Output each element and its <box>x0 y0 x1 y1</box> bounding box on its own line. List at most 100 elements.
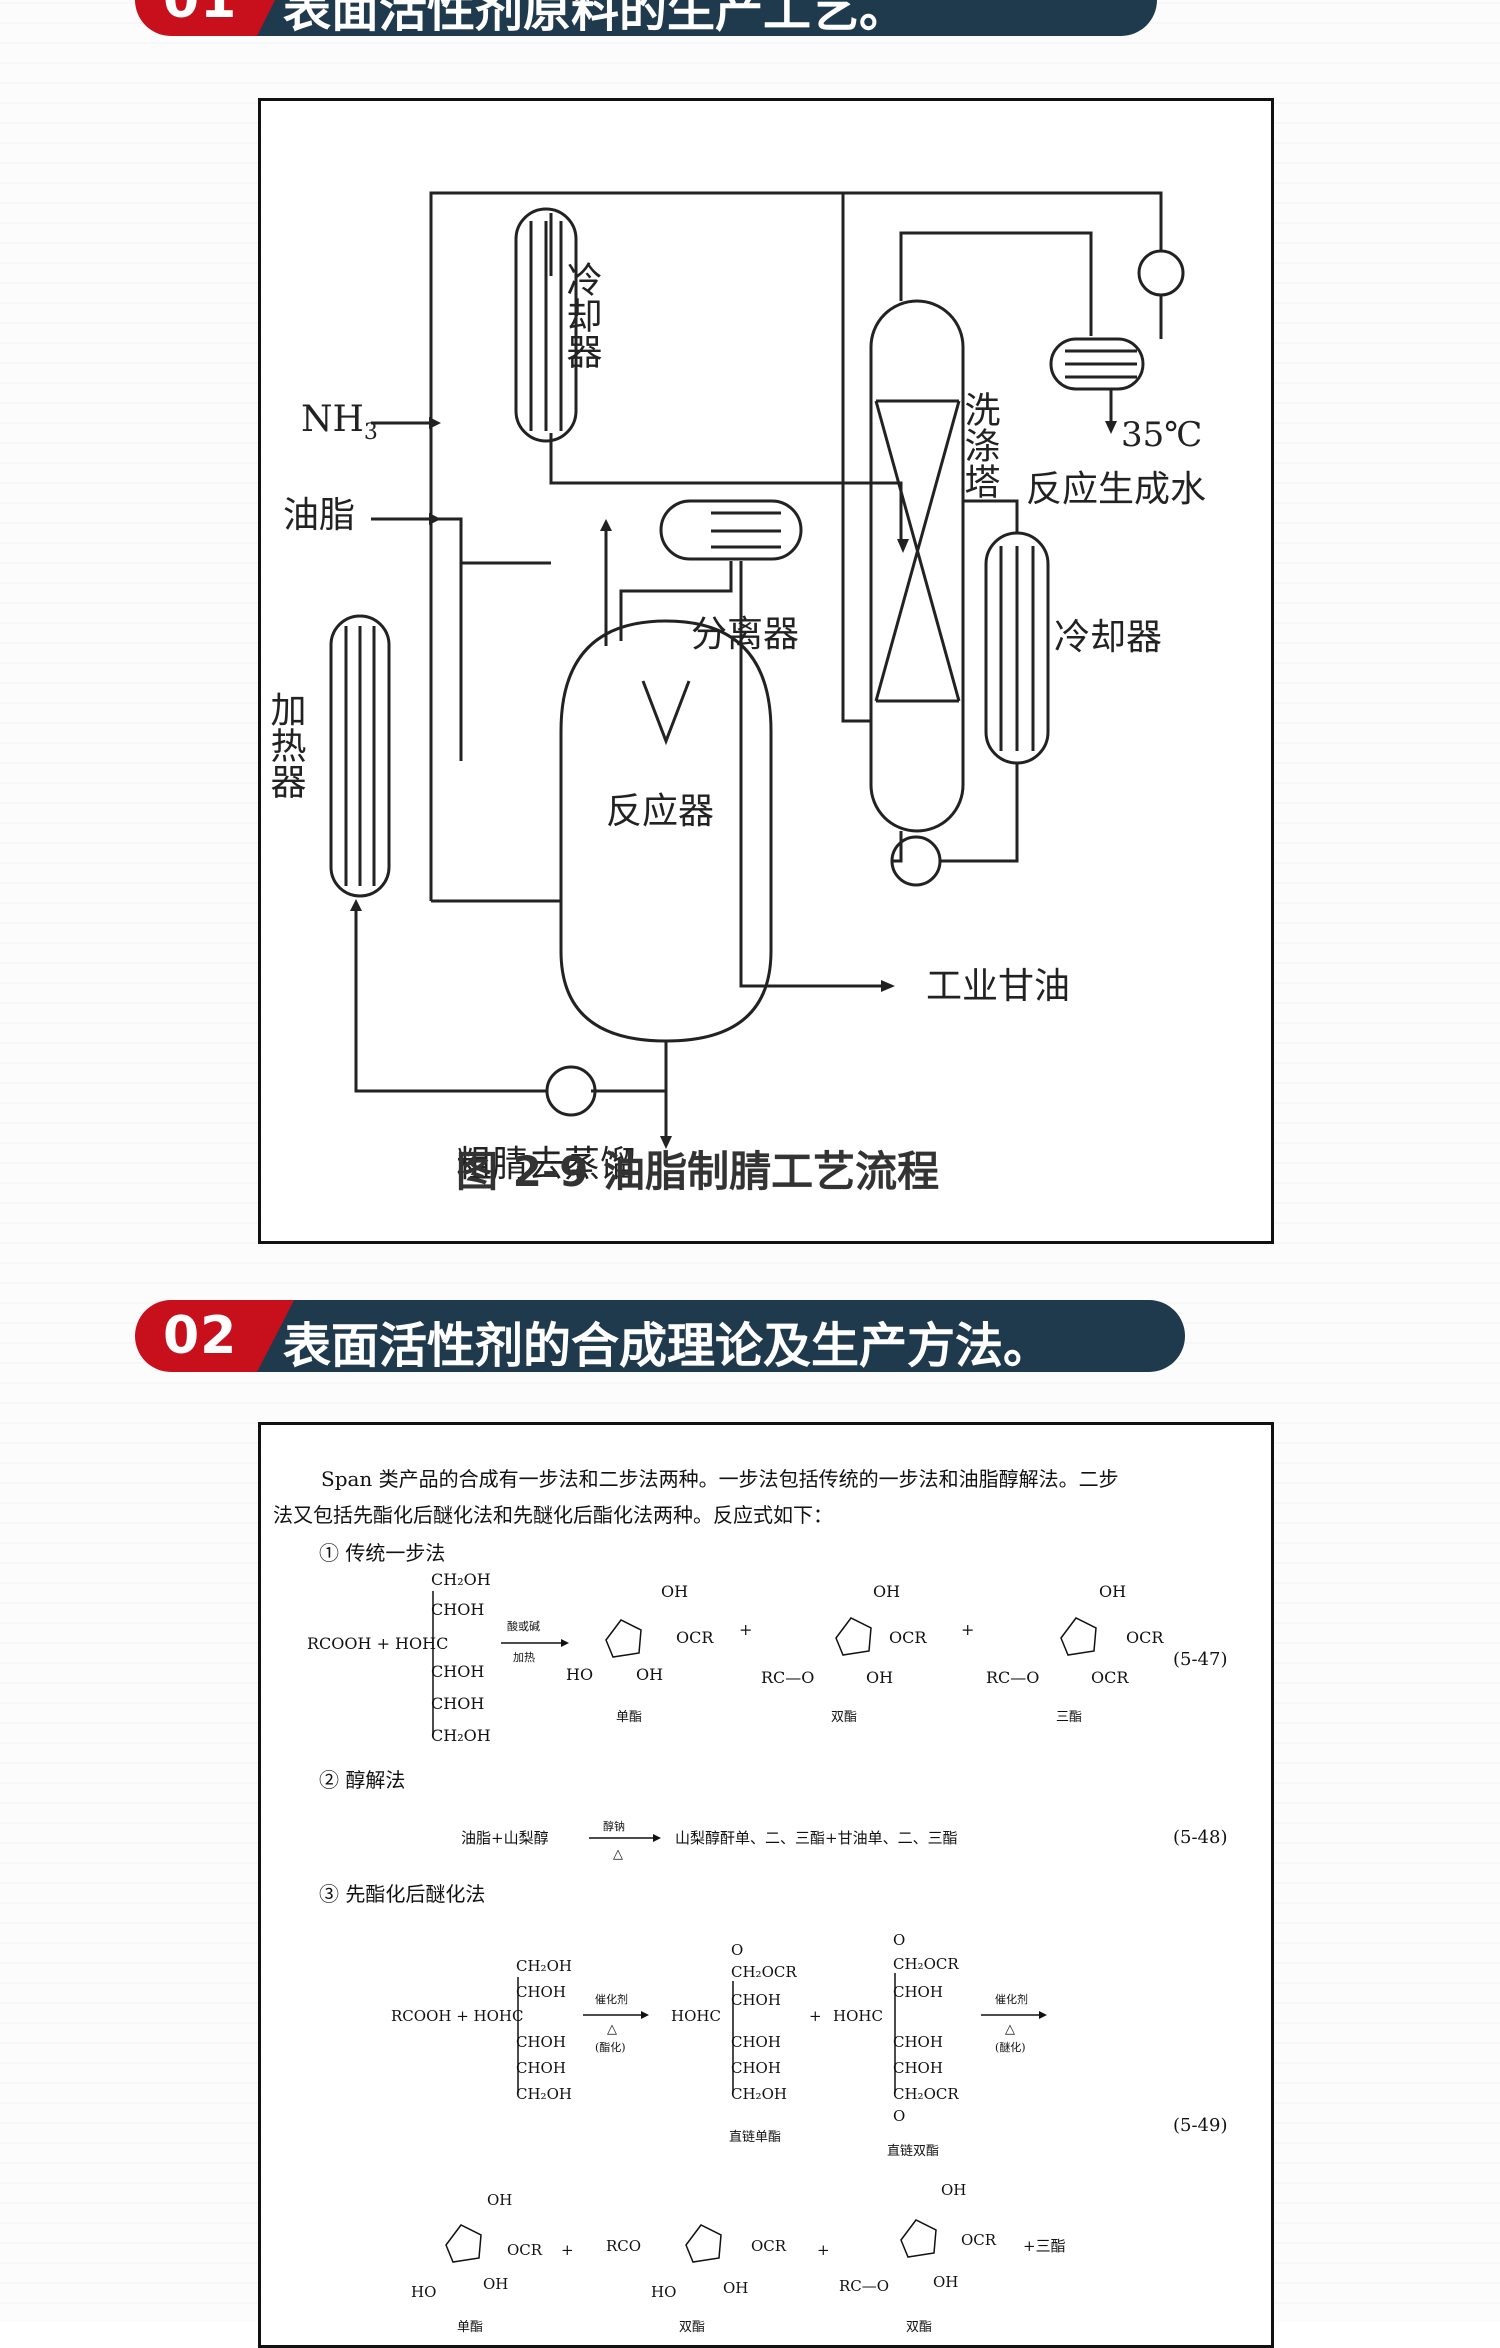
svg-text:CHOH: CHOH <box>731 1991 781 2009</box>
svg-text:油脂+山梨醇: 油脂+山梨醇 <box>461 1829 549 1847</box>
svg-text:双酯: 双酯 <box>679 2320 705 2335</box>
intro-line-1: Span 类产品的合成有一步法和二步法两种。一步法包括传统的一步法和油脂醇解法。… <box>321 1467 1119 1491</box>
label-fat: 油脂 <box>283 495 355 536</box>
banner-title-box <box>257 1300 1185 1372</box>
svg-text:CH₂OH: CH₂OH <box>431 1570 491 1589</box>
svg-text:+: + <box>561 2241 574 2259</box>
svg-text:CHOH: CHOH <box>516 2033 566 2051</box>
svg-text:三酯: 三酯 <box>1056 1710 1082 1725</box>
svg-text:△: △ <box>613 1847 623 1862</box>
svg-text:酸或碱: 酸或碱 <box>507 1619 540 1633</box>
svg-text:CH₂OH: CH₂OH <box>516 2085 572 2103</box>
svg-text:OH: OH <box>866 1668 893 1687</box>
svg-text:催化剂: 催化剂 <box>595 1992 628 2006</box>
equation-5-47: RCOOH + HOHC CH₂OH CHOH CHOH CHOH CH₂OH … <box>307 1570 1227 1745</box>
svg-text:HO: HO <box>651 2283 676 2301</box>
svg-text:O: O <box>893 1931 905 1949</box>
reaction-equations: RCOOH + HOHC CH₂OH CHOH CHOH CHOH CH₂OH … <box>307 1570 1227 2335</box>
label-water: 反应生成水 <box>1026 469 1206 510</box>
svg-text:CHOH: CHOH <box>731 2059 781 2077</box>
label-nh3: NH3 <box>301 399 378 445</box>
svg-text:CH₂OCR: CH₂OCR <box>893 1955 959 1973</box>
svg-text:OH: OH <box>873 1582 900 1601</box>
label-glycerol: 工业甘油 <box>926 966 1070 1007</box>
method-2-heading: ② 醇解法 <box>319 1768 405 1792</box>
svg-text:CHOH: CHOH <box>431 1600 484 1619</box>
svg-text:CH₂OH: CH₂OH <box>731 2085 787 2103</box>
svg-text:(酯化): (酯化) <box>595 2040 626 2054</box>
section-number: 02 <box>163 1306 238 1366</box>
svg-text:RCO: RCO <box>606 2237 641 2255</box>
svg-text:OH: OH <box>636 1665 663 1684</box>
method-3-heading: ③ 先酯化后醚化法 <box>319 1882 485 1906</box>
label-wash-tower: 洗涤塔 <box>959 391 1000 499</box>
svg-text:OCR: OCR <box>676 1628 714 1647</box>
svg-text:OH: OH <box>483 2275 508 2293</box>
svg-text:加热: 加热 <box>513 1651 535 1664</box>
label-crude-nitrile: 粗腈去蒸馏 <box>456 1144 636 1185</box>
label-heater: 加热器 <box>265 691 306 799</box>
svg-text:(醚化): (醚化) <box>995 2040 1026 2054</box>
svg-text:CHOH: CHOH <box>431 1662 484 1681</box>
label-separator: 分离器 <box>691 614 799 655</box>
svg-text:催化剂: 催化剂 <box>995 1992 1028 2006</box>
svg-text:RC—O: RC—O <box>761 1668 814 1687</box>
svg-text:CHOH: CHOH <box>516 2059 566 2077</box>
svg-text:RCOOH + HOHC: RCOOH + HOHC <box>391 2007 524 2025</box>
svg-text:山梨醇酐单、二、三酯+甘油单、二、三酯: 山梨醇酐单、二、三酯+甘油单、二、三酯 <box>675 1829 958 1847</box>
svg-text:O: O <box>893 2107 905 2125</box>
svg-text:△: △ <box>1005 2022 1015 2037</box>
svg-text:(5-48): (5-48) <box>1173 1827 1227 1848</box>
section-title: 表面活性剂的合成理论及生产方法。 <box>283 1318 1052 1374</box>
svg-text:OCR: OCR <box>507 2241 543 2259</box>
svg-text:单酯: 单酯 <box>616 1710 642 1725</box>
svg-text:OH: OH <box>933 2273 958 2291</box>
svg-text:CHOH: CHOH <box>893 2033 943 2051</box>
svg-text:(5-49): (5-49) <box>1173 2115 1227 2136</box>
svg-text:HOHC: HOHC <box>833 2007 883 2025</box>
svg-text:OH: OH <box>723 2279 748 2297</box>
svg-text:CHOH: CHOH <box>893 1983 943 2001</box>
svg-text:CH₂OCR: CH₂OCR <box>731 1963 797 1981</box>
process-flow-figure: NH3 油脂 冷却器 洗涤塔 35℃ 反应生成水 分离器 冷却器 加热器 反应器… <box>258 98 1274 1244</box>
label-reactor: 反应器 <box>606 791 714 832</box>
label-cooler-top: 冷却器 <box>561 261 602 369</box>
svg-text:+: + <box>817 2241 830 2259</box>
svg-text:+: + <box>809 2007 822 2025</box>
synthesis-document: Span 类产品的合成有一步法和二步法两种。一步法包括传统的一步法和油脂醇解法。… <box>258 1422 1274 2348</box>
svg-text:OCR: OCR <box>889 1628 927 1647</box>
svg-text:OH: OH <box>1099 1582 1126 1601</box>
svg-text:△: △ <box>607 2022 617 2037</box>
svg-text:OCR: OCR <box>961 2231 997 2249</box>
svg-text:OH: OH <box>941 2181 966 2199</box>
intro-line-2: 法又包括先酯化后醚化法和先醚化后酯化法两种。反应式如下： <box>273 1503 833 1527</box>
svg-text:CHOH: CHOH <box>431 1694 484 1713</box>
svg-text:+: + <box>739 1620 752 1639</box>
svg-text:OCR: OCR <box>1126 1628 1164 1647</box>
svg-text:双酯: 双酯 <box>831 1710 857 1725</box>
label-cooler-right: 冷却器 <box>1054 617 1162 658</box>
banner-title-box <box>257 0 1157 36</box>
svg-text:O: O <box>731 1941 743 1959</box>
svg-text:OCR: OCR <box>751 2237 787 2255</box>
svg-text:OCR: OCR <box>1091 1668 1129 1687</box>
svg-text:CHOH: CHOH <box>516 1983 566 2001</box>
svg-text:双酯: 双酯 <box>906 2320 932 2335</box>
svg-text:HO: HO <box>566 1665 593 1684</box>
svg-text:+三酯: +三酯 <box>1023 2237 1066 2255</box>
svg-text:CH₂OH: CH₂OH <box>431 1726 491 1745</box>
flow-diagram: NH3 油脂 冷却器 洗涤塔 35℃ 反应生成水 分离器 冷却器 加热器 反应器… <box>265 191 1206 1196</box>
svg-text:OH: OH <box>487 2191 512 2209</box>
svg-text:+: + <box>961 1620 974 1639</box>
svg-text:直链单酯: 直链单酯 <box>729 2130 781 2145</box>
svg-text:CHOH: CHOH <box>893 2059 943 2077</box>
svg-text:CH₂OH: CH₂OH <box>516 1957 572 1975</box>
label-temp: 35℃ <box>1121 415 1202 455</box>
svg-text:OH: OH <box>661 1582 688 1601</box>
svg-text:醇钠: 醇钠 <box>603 1819 625 1833</box>
equation-5-48: 油脂+山梨醇 醇钠 △ 山梨醇酐单、二、三酯+甘油单、二、三酯 (5-48) <box>461 1819 1227 1862</box>
svg-text:CHOH: CHOH <box>731 2033 781 2051</box>
figure-caption: 图 2-9 油脂制腈工艺流程 <box>456 1147 939 1196</box>
svg-text:直链双酯: 直链双酯 <box>887 2144 939 2159</box>
section-number: 01 <box>163 0 238 30</box>
